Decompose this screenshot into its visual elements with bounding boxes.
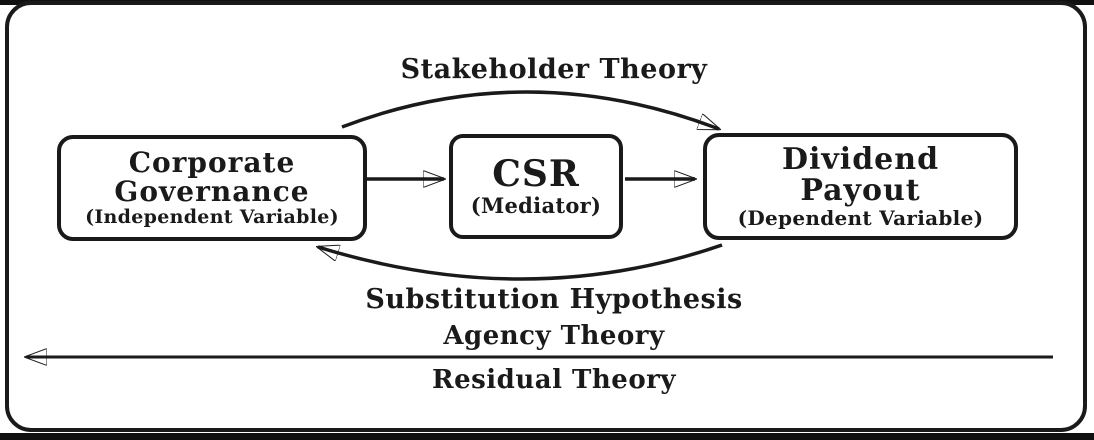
residual-theory-label: Residual Theory (432, 365, 676, 395)
corporate-governance-box: Corporate Governance (Independent Variab… (57, 135, 367, 241)
csr-title: CSR (492, 152, 580, 195)
substitution-hypothesis-arrow (318, 243, 723, 281)
stakeholder-theory-arrow (341, 90, 719, 131)
dividend-payout-box: Dividend Payout (Dependent Variable) (703, 133, 1018, 240)
agency-theory-label: Agency Theory (443, 321, 665, 351)
corporate-governance-subtitle: (Independent Variable) (85, 206, 339, 229)
bottom-border-bar (0, 433, 1094, 440)
csr-box: CSR (Mediator) (449, 134, 623, 239)
dividend-payout-title-line1: Dividend (781, 141, 940, 177)
corporate-governance-title-line2: Governance (114, 175, 310, 209)
dividend-payout-subtitle: (Dependent Variable) (737, 206, 984, 231)
csr-subtitle: (Mediator) (470, 193, 602, 219)
corporate-governance-title-line1: Corporate (128, 146, 296, 180)
dividend-payout-title-line2: Payout (800, 173, 921, 209)
outer-frame (5, 1, 1087, 432)
stakeholder-theory-label: Stakeholder Theory (400, 54, 708, 85)
substitution-hypothesis-label: Substitution Hypothesis (365, 284, 743, 315)
